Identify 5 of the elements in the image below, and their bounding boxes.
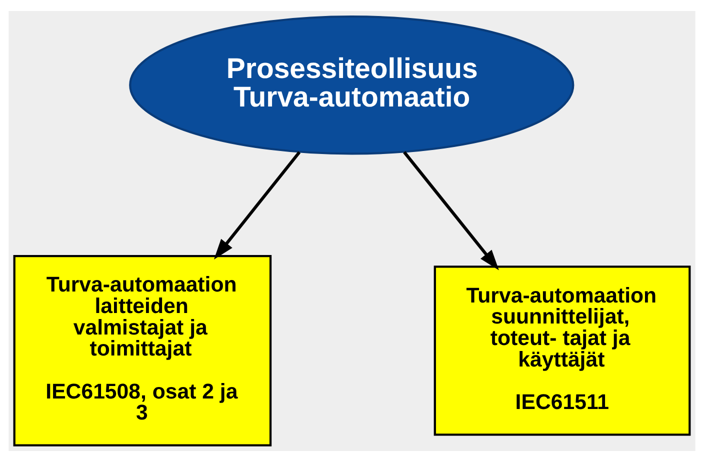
node-box: Turva-automaation laitteiden valmistajat ja toimittajat IEC61508, osat 2 ja 3 [13, 254, 272, 446]
arrow [214, 151, 301, 260]
arrow [403, 151, 499, 270]
node-box: Turva-automaation suunnittelijat, toteut- tajat ja käyttäjät IEC61511 [434, 266, 691, 436]
node-ellipse: Prosessiteollisuus Turva-automaatio [129, 16, 574, 155]
